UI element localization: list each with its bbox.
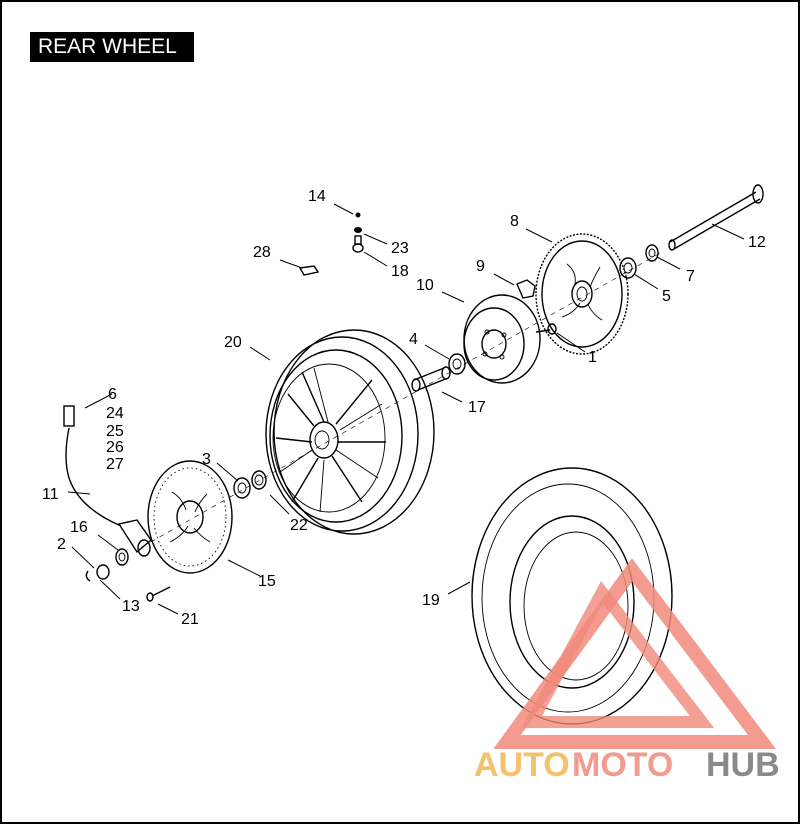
callout-5: 5 xyxy=(662,288,671,305)
callout-4: 4 xyxy=(409,331,418,348)
callout-8: 8 xyxy=(510,213,519,230)
callout-13: 13 xyxy=(122,598,140,615)
valve-stem-assembly xyxy=(352,212,364,253)
bracket-9 xyxy=(516,279,536,299)
axle-spacer-sleeve xyxy=(411,366,451,392)
callout-27: 27 xyxy=(106,456,124,473)
watermark-hub: HUB xyxy=(706,746,780,784)
axle-nut xyxy=(96,564,110,580)
leader-lines xyxy=(67,203,745,615)
watermark-logo: AUTO MOTO HUB xyxy=(474,558,780,784)
retaining-clip xyxy=(85,570,91,582)
balance-weight xyxy=(298,265,320,276)
callout-24: 24 xyxy=(106,405,124,422)
callout-16: 16 xyxy=(70,519,88,536)
callout-2: 2 xyxy=(57,536,66,553)
callout-26: 26 xyxy=(106,439,124,456)
brake-disc xyxy=(147,460,233,574)
callout-12: 12 xyxy=(748,234,766,251)
callout-22: 22 xyxy=(290,517,308,534)
bearing-4 xyxy=(448,353,466,375)
callout-21: 21 xyxy=(181,611,199,628)
callout-28: 28 xyxy=(253,244,271,261)
callout-17: 17 xyxy=(468,399,486,416)
callout-10: 10 xyxy=(416,277,434,294)
washer-7 xyxy=(645,244,659,262)
spacer-5 xyxy=(619,257,637,279)
sprocket-isolator xyxy=(463,294,541,384)
callout-6: 6 xyxy=(108,386,117,403)
sprocket xyxy=(535,233,629,355)
watermark-triangle-inner xyxy=(521,581,715,728)
callout-25: 25 xyxy=(106,423,124,440)
callout-labels: 1 2 3 4 5 6 7 8 9 10 11 12 13 14 15 16 1… xyxy=(42,188,766,628)
callout-15: 15 xyxy=(258,573,276,590)
callout-11: 11 xyxy=(42,486,59,503)
diagram-title: REAR WHEEL xyxy=(30,32,194,62)
bearing-3 xyxy=(233,477,251,499)
callout-3: 3 xyxy=(202,451,211,468)
rear-tire xyxy=(471,467,673,725)
cast-wheel xyxy=(265,329,435,535)
callout-7: 7 xyxy=(686,268,695,285)
watermark-auto: AUTO xyxy=(474,746,570,784)
watermark-moto: MOTO xyxy=(572,746,673,784)
disc-bolt xyxy=(146,586,171,602)
seal-22 xyxy=(251,470,267,490)
sprocket-bolt xyxy=(535,323,557,335)
callout-20: 20 xyxy=(224,334,242,351)
callout-18: 18 xyxy=(391,263,409,280)
wheel-speed-sensor xyxy=(63,405,152,557)
callout-9: 9 xyxy=(476,258,485,275)
washer-16 xyxy=(115,548,129,566)
callout-23: 23 xyxy=(391,240,409,257)
callout-14: 14 xyxy=(308,188,326,205)
callout-1: 1 xyxy=(588,349,597,366)
rear-axle xyxy=(668,184,764,251)
callout-19: 19 xyxy=(422,592,440,609)
